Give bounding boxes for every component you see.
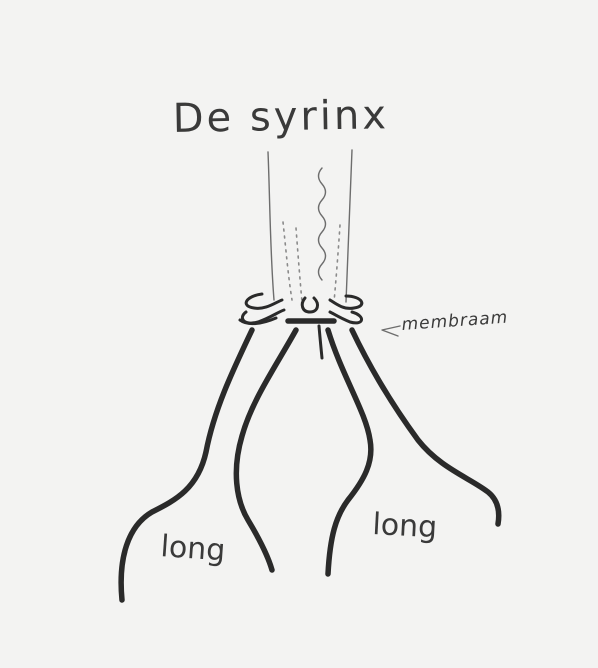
membrane-left-fold-1 xyxy=(246,294,282,308)
membrane-label: membraam xyxy=(401,308,509,335)
right-lung-label: long xyxy=(372,507,438,545)
right-lung-outer-edge xyxy=(352,330,499,524)
airflow-wave xyxy=(319,168,326,280)
trachea-shading-left xyxy=(283,222,292,300)
trachea-left-wall xyxy=(268,152,274,300)
left-bronchus-inner-edge xyxy=(236,330,296,570)
left-lung-label: long xyxy=(159,529,226,568)
right-bronchus-inner-edge xyxy=(328,330,371,574)
trachea-right-wall xyxy=(346,150,352,302)
diagram-title: De syrinx xyxy=(172,92,389,142)
membrane-center-fold xyxy=(302,298,317,312)
trachea-shading-inner xyxy=(296,228,302,302)
membrane-pointer-arrow xyxy=(382,326,400,336)
syrinx-membranes xyxy=(240,294,362,358)
trachea xyxy=(268,150,352,302)
trachea-shading-right xyxy=(334,225,340,302)
bronchi-septum xyxy=(319,326,322,358)
